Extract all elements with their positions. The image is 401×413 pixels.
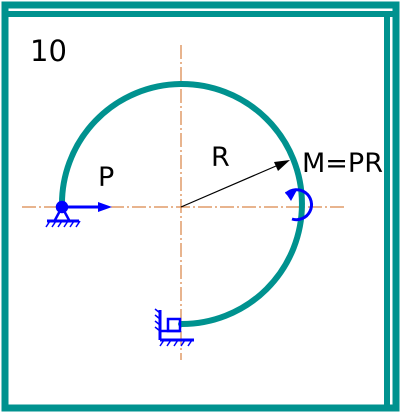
force-arrow-icon xyxy=(66,202,112,212)
problem-number: 10 xyxy=(30,34,67,68)
moment-arrow-icon xyxy=(284,188,314,222)
curved-beam-arc xyxy=(58,81,305,328)
force-label: P xyxy=(98,162,114,193)
radius-arrow xyxy=(180,160,290,208)
fixed-support-icon xyxy=(154,308,194,347)
moment-label: M=PR xyxy=(302,148,383,179)
pinned-support-icon xyxy=(45,200,81,228)
center-lines xyxy=(22,45,345,360)
radius-label: R xyxy=(211,142,230,173)
